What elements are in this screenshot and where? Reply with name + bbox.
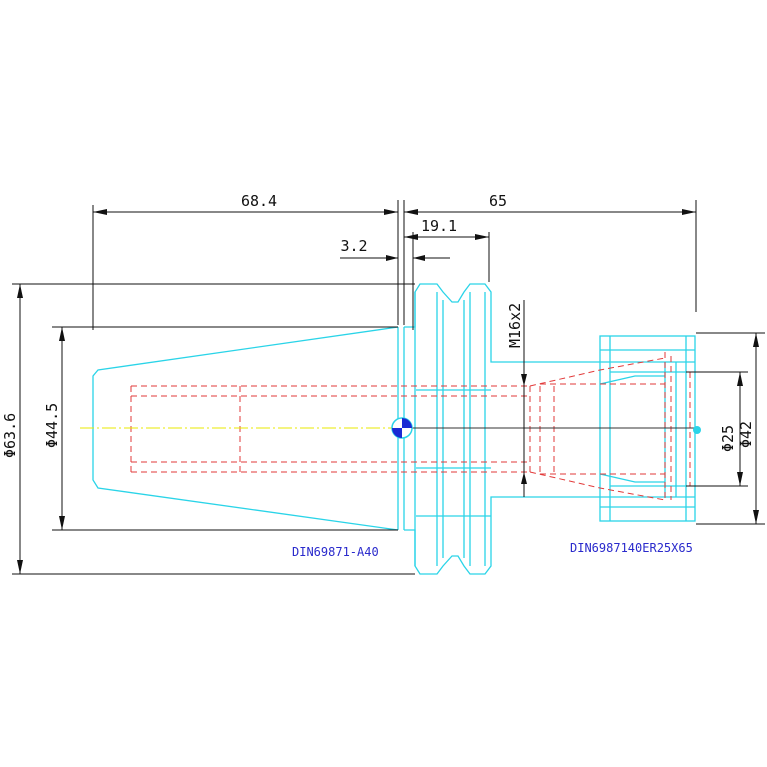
dimension-nut-diameter: Φ42 — [696, 332, 765, 525]
dimension-collet-diameter: Φ25 — [686, 371, 748, 487]
holder-outline — [92, 283, 696, 575]
dimension-taper-length: 68.4 — [92, 192, 399, 330]
tool-tip-marker-icon — [693, 426, 701, 434]
dimension-flange-offset: 3.2 — [340, 237, 450, 261]
dim-flange-diameter-text: Φ63.6 — [1, 413, 19, 458]
collet-standard-label: DIN6987140ER25X65 — [570, 541, 693, 555]
dim-flange-offset-text: 3.2 — [340, 237, 367, 255]
dimension-flange-to-groove: 19.1 — [404, 217, 490, 330]
dimension-flange-diameter: Φ63.6 — [1, 283, 415, 575]
gauge-point-icon — [391, 417, 413, 439]
dim-nut-diameter-text: Φ42 — [737, 421, 755, 448]
shank-standard-label: DIN69871-A40 — [292, 545, 379, 559]
dimension-holder-length: 65 — [403, 192, 697, 325]
dim-flange-groove-text: 19.1 — [421, 217, 457, 235]
dim-thread-text: M16x2 — [506, 303, 524, 348]
dimension-thread: M16x2 — [506, 300, 527, 497]
dim-taper-length-text: 68.4 — [241, 192, 277, 210]
internal-bore — [130, 352, 691, 501]
dim-collet-diameter-text: Φ25 — [719, 425, 737, 452]
dim-taper-diameter-text: Φ44.5 — [43, 403, 61, 448]
dimension-taper-diameter: Φ44.5 — [43, 326, 398, 531]
dim-holder-length-text: 65 — [489, 192, 507, 210]
